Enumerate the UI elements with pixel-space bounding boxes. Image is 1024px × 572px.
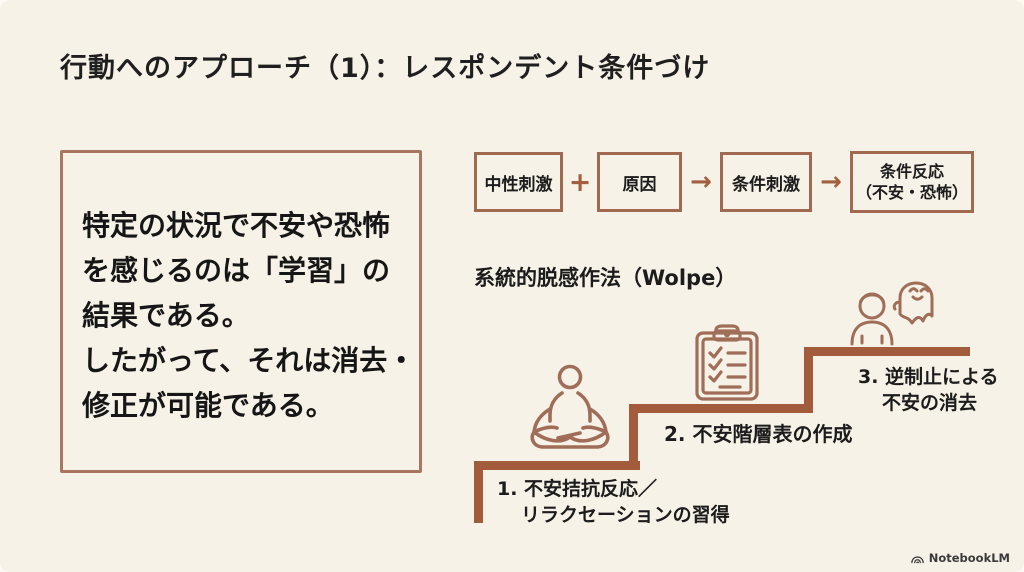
flow-box-conditioned-stimulus-label: 条件刺激: [732, 174, 800, 195]
meditation-icon: [530, 364, 610, 449]
notebooklm-logo-icon: [910, 555, 924, 563]
statement-line-2: を感じるのは「学習」の: [82, 254, 391, 287]
step-1-label: 1. 不安拮抗反応／ リラクセーションの習得: [497, 478, 730, 526]
arrow-right-icon: →: [690, 167, 712, 197]
flow-box-neutral-stimulus: 中性刺激: [474, 152, 563, 212]
statement-box: 特定の状況で不安や恐怖 を感じるのは「学習」の 結果である。 したがって、それは…: [60, 150, 422, 473]
notebooklm-watermark: NotebookLM: [910, 551, 1010, 565]
person-ghost-icon: [850, 281, 934, 346]
staircase-tread-3: [804, 347, 970, 356]
slide-title: 行動へのアプローチ（1）：レスポンデント条件づけ: [60, 53, 711, 84]
statement-line-5: 修正が可能である。: [82, 389, 334, 422]
plus-icon: +: [568, 166, 592, 198]
staircase-riser-1: [629, 404, 638, 470]
staircase-tread-2: [629, 404, 813, 413]
flow-box-cause: 原因: [597, 152, 682, 212]
statement-text: 特定の状況で不安や恐怖 を感じるのは「学習」の 結果である。 したがって、それは…: [82, 203, 415, 428]
flow-box-conditioned-response-label: 条件反応 （不安・恐怖）: [855, 162, 968, 202]
flow-box-cause-label: 原因: [622, 174, 657, 195]
statement-line-4: したがって、それは消去・: [82, 344, 416, 377]
arrow-right-icon: →: [820, 167, 842, 197]
statement-line-3: 結果である。: [82, 299, 250, 332]
method-heading: 系統的脱感作法（Wolpe）: [474, 266, 737, 290]
flow-box-conditioned-response: 条件反応 （不安・恐怖）: [850, 151, 974, 213]
staircase-left-edge: [474, 461, 483, 523]
clipboard-checklist-icon: [695, 324, 759, 401]
staircase-tread-1: [474, 461, 640, 470]
step-3-label: 3. 逆制止による 不安の消去: [858, 366, 999, 414]
flow-box-conditioned-stimulus: 条件刺激: [720, 152, 812, 212]
notebooklm-brand-text: NotebookLM: [928, 551, 1010, 565]
step-2-label: 2. 不安階層表の作成: [664, 422, 853, 446]
staircase-riser-2: [804, 347, 813, 413]
flow-box-neutral-stimulus-label: 中性刺激: [484, 174, 553, 195]
statement-line-1: 特定の状況で不安や恐怖: [82, 209, 391, 242]
